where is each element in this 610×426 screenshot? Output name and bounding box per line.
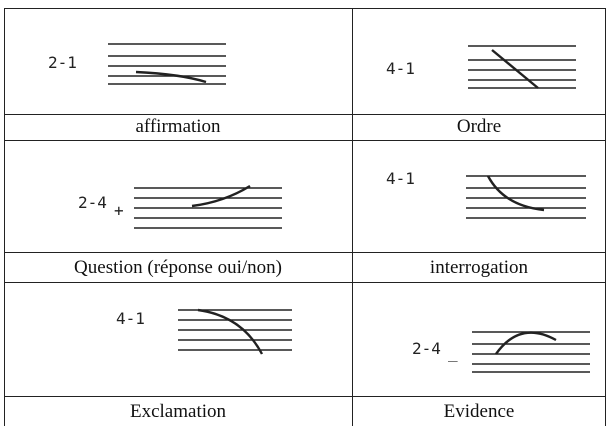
intonation-staff-interrogation: 4-1 bbox=[386, 169, 586, 219]
row-divider bbox=[4, 396, 606, 397]
intonation-staff-question: 2-4 + bbox=[78, 184, 282, 229]
intonation-code: 2-4 bbox=[412, 339, 441, 358]
row-divider bbox=[4, 252, 606, 253]
caption-evidence: Evidence bbox=[443, 401, 515, 422]
intonation-code: 2-4 bbox=[78, 193, 107, 212]
intonation-code: 4-1 bbox=[116, 309, 145, 328]
intonation-staff-ordre: 4-1 bbox=[386, 45, 576, 89]
table-border-middle bbox=[352, 8, 353, 426]
table-border-left bbox=[4, 8, 5, 426]
intonation-code-suffix: + bbox=[114, 201, 124, 220]
caption-affirmation: affirmation bbox=[135, 116, 221, 137]
caption-question: Question (réponse oui/non) bbox=[74, 257, 282, 278]
caption-interrogation: interrogation bbox=[429, 257, 529, 278]
table-border-top bbox=[4, 8, 606, 9]
row-divider bbox=[4, 140, 606, 141]
table-border-right bbox=[605, 8, 606, 426]
row-divider bbox=[4, 114, 606, 115]
caption-ordre: Ordre bbox=[456, 116, 502, 137]
intonation-staff-affirmation: 2-1 bbox=[48, 43, 226, 85]
row-divider bbox=[4, 282, 606, 283]
intonation-code: 4-1 bbox=[386, 59, 415, 78]
intonation-code-suffix: _ bbox=[448, 343, 458, 362]
intonation-staff-evidence: 2-4 _ bbox=[412, 331, 590, 373]
intonation-code: 2-1 bbox=[48, 53, 77, 72]
caption-exclamation: Exclamation bbox=[129, 401, 227, 422]
intonation-code: 4-1 bbox=[386, 169, 415, 188]
intonation-staff-exclamation: 4-1 bbox=[116, 308, 292, 355]
